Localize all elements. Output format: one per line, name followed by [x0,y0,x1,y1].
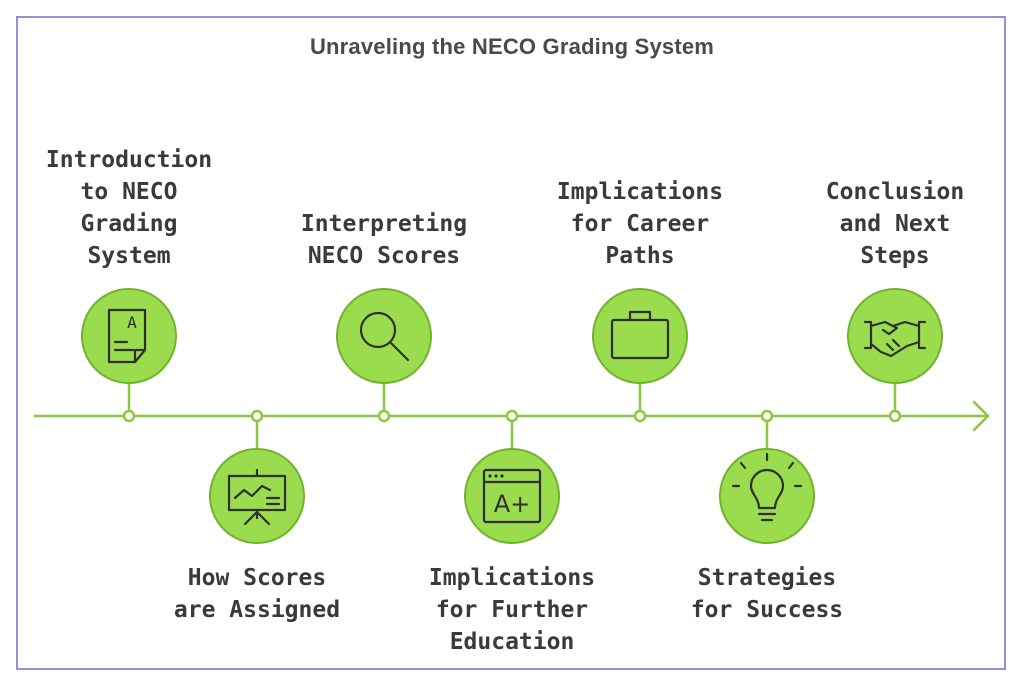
window-dot [488,474,492,478]
presentation-chart-icon [227,468,287,526]
stage-7 [847,288,943,423]
window-dot [500,474,504,478]
stage-circle [847,288,943,384]
grade-badge: A+ [494,490,531,518]
stage-6 [719,409,815,544]
graded-paper-icon: A [107,308,147,364]
stage-label: Implications for Career Paths [556,179,724,269]
stage-circle [592,288,688,384]
stage-circle [336,288,432,384]
stage-label: Strategies for Success [690,565,844,623]
grade-letter: A [127,313,137,332]
stage-circle [464,448,560,544]
diagram-title: Unraveling the NECO Grading System [309,34,715,59]
stage-label: How Scores are Assigned [173,565,341,623]
timeline-node [760,409,774,423]
handshake-icon [863,320,927,358]
stage-label: Implications for Further Education [428,565,596,655]
stage-circle [81,288,177,384]
diagram-frame [16,16,1006,670]
timeline-node [505,409,519,423]
timeline-node [888,409,902,423]
stage-label: Conclusion and Next Steps [825,179,965,269]
stage-2 [209,409,305,544]
grade-window-icon: A+ [482,468,542,524]
timeline-node [633,409,647,423]
timeline-node [377,409,391,423]
magnifier-icon [359,311,410,362]
lightbulb-icon [731,452,803,522]
window-dot [494,474,498,478]
stage-label: Interpreting NECO Scores [300,211,468,269]
stage-3 [336,288,432,423]
timeline-node [250,409,264,423]
stage-label: Introduction to NECO Grading System [45,147,213,269]
timeline-arrowhead [972,400,990,432]
timeline-node [122,409,136,423]
stage-4: A+ [464,409,560,544]
stage-circle [719,448,815,544]
briefcase-icon [610,310,670,360]
stage-5 [592,288,688,423]
stage-circle [209,448,305,544]
stage-1: A [81,288,177,423]
